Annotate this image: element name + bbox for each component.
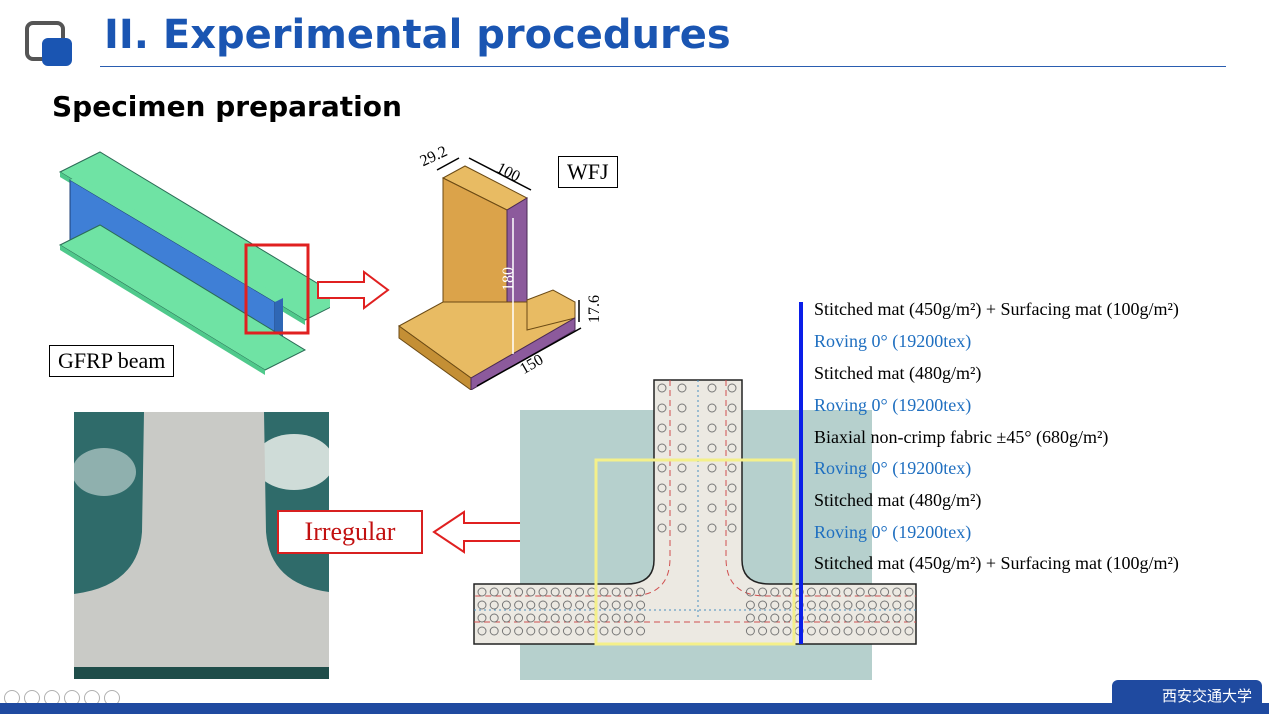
gfrp-beam-diagram [58, 151, 330, 375]
layer-label: Roving 0° (19200tex) [814, 395, 972, 415]
gfrp-beam-label: GFRP beam [49, 345, 175, 377]
cross-section-diagram [473, 379, 917, 680]
title-divider [100, 66, 1226, 67]
dimension-label: 17.6 [586, 295, 603, 323]
university-logo: 西安交通大学 [1112, 680, 1262, 710]
layer-label: Stitched mat (480g/m²) [814, 490, 982, 510]
layer-label: Biaxial non-crimp fabric ±45° (680g/m²) [814, 427, 1109, 447]
dimension-label: 180 [500, 267, 517, 291]
layer-label: Stitched mat (450g/m²) + Surfacing mat (… [814, 299, 1179, 319]
layer-label: Stitched mat (480g/m²) [814, 363, 982, 383]
footer-bar [0, 703, 1269, 714]
university-logo-text: 西安交通大学 [1161, 686, 1252, 705]
window-stack-icon [25, 21, 72, 66]
layer-indicator-bar [799, 302, 803, 644]
irregular-label: Irregular [277, 510, 423, 554]
page-title: II. Experimental procedures [104, 12, 731, 58]
layer-label: Roving 0° (19200tex) [814, 331, 972, 351]
right-arrow-icon [317, 270, 390, 310]
layer-label: Stitched mat (450g/m²) + Surfacing mat (… [814, 553, 1179, 573]
layer-label: Roving 0° (19200tex) [814, 522, 972, 542]
wfj-label: WFJ [558, 156, 618, 188]
layer-label: Roving 0° (19200tex) [814, 458, 972, 478]
section-subtitle: Specimen preparation [52, 90, 402, 123]
wfj-joint-diagram [398, 157, 582, 390]
